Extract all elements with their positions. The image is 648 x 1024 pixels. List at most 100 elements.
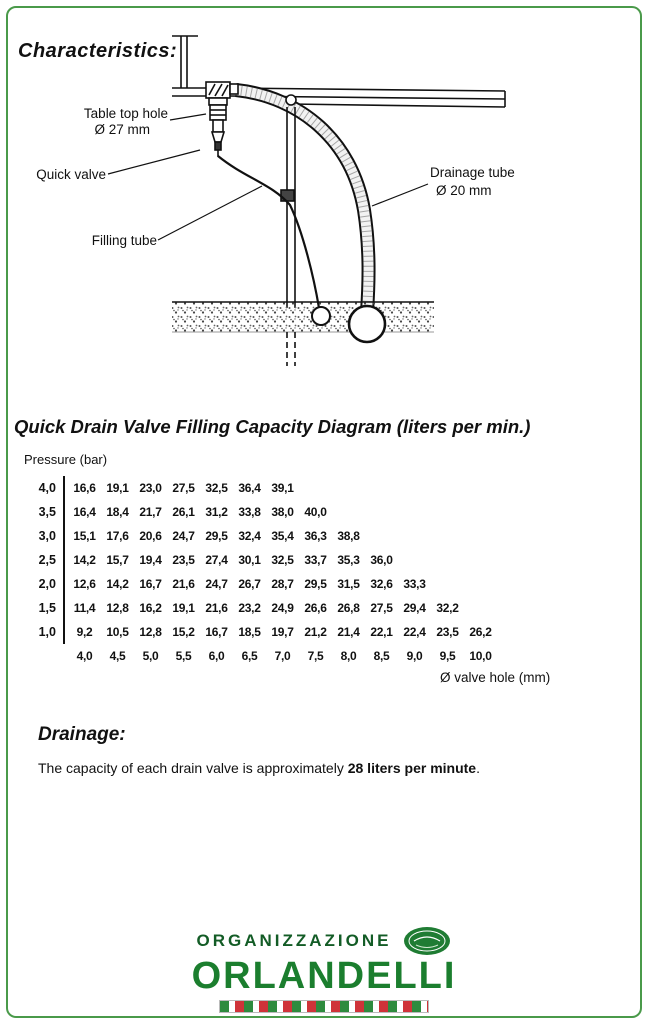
valve-hole-axis-label: Ø valve hole (mm) [440, 670, 551, 685]
value-cell: 28,7 [271, 577, 294, 591]
drainage-title: Drainage: [38, 724, 126, 745]
underground-pipe [286, 332, 296, 366]
col-header-cell: 8,5 [373, 649, 390, 663]
value-cell: 40,0 [304, 505, 327, 519]
value-cell: 35,3 [337, 553, 360, 567]
value-cell: 33,7 [304, 553, 327, 567]
col-header-cell: 5,5 [175, 649, 192, 663]
filling-tube-line [217, 155, 321, 309]
value-cell: 27,5 [172, 481, 195, 495]
value-cell: 12,8 [139, 625, 162, 639]
drainage-text: The capacity of each drain valve is appr… [38, 760, 480, 776]
value-cell: 27,5 [370, 601, 393, 615]
value-cell: 21,4 [337, 625, 360, 639]
value-cell: 21,7 [139, 505, 162, 519]
value-cell: 16,6 [73, 481, 96, 495]
value-cell: 18,4 [106, 505, 129, 519]
value-cell: 19,1 [172, 601, 195, 615]
value-cell: 38,0 [271, 505, 294, 519]
table-leg [280, 94, 297, 308]
quick-valve-assembly [205, 81, 239, 157]
label-filling-tube: Filling tube [92, 233, 157, 248]
col-header-cell: 9,0 [406, 649, 423, 663]
col-header-cell: 7,0 [274, 649, 291, 663]
value-cell: 16,4 [73, 505, 96, 519]
value-cell: 12,8 [106, 601, 129, 615]
capacity-table-title: Quick Drain Valve Filling Capacity Diagr… [14, 416, 531, 437]
col-header-cell: 4,0 [76, 649, 93, 663]
value-cell: 22,1 [370, 625, 393, 639]
footer-brand: ORGANIZZAZIONE ORLANDELLI [0, 925, 648, 1013]
value-cell: 11,4 [73, 601, 96, 615]
value-cell: 26,2 [469, 625, 492, 639]
label-drainage-tube: Drainage tube [430, 165, 515, 180]
value-cell: 33,8 [238, 505, 261, 519]
drainage-pot [347, 304, 387, 344]
valve-diagram: Table top hole Ø 27 mm Quick valve Filli… [36, 35, 515, 366]
value-cell: 32,2 [436, 601, 459, 615]
label-drainage-tube-size: Ø 20 mm [436, 183, 492, 198]
pressure-cell: 1,0 [38, 625, 56, 639]
col-header-cell: 8,0 [340, 649, 357, 663]
characteristics-title: Characteristics: [18, 40, 178, 62]
pressure-cell: 3,0 [38, 529, 56, 543]
value-cell: 26,8 [337, 601, 360, 615]
pressure-cell: 4,0 [38, 481, 56, 495]
value-cell: 23,5 [172, 553, 195, 567]
value-cell: 38,8 [337, 529, 360, 543]
value-cell: 22,4 [403, 625, 426, 639]
brand-name: ORLANDELLI [191, 955, 457, 997]
value-cell: 21,2 [304, 625, 327, 639]
value-cell: 14,2 [73, 553, 96, 567]
label-table-top-hole-size: Ø 27 mm [94, 122, 150, 137]
value-cell: 29,4 [403, 601, 426, 615]
value-cell: 26,1 [172, 505, 195, 519]
value-cell: 32,6 [370, 577, 393, 591]
value-cell: 24,7 [172, 529, 195, 543]
value-cell: 31,2 [205, 505, 228, 519]
italian-flag-band [219, 999, 429, 1013]
value-cell: 18,5 [238, 625, 261, 639]
value-cell: 21,6 [172, 577, 195, 591]
value-cell: 33,3 [403, 577, 426, 591]
value-cell: 19,1 [106, 481, 129, 495]
col-header-cell: 10,0 [469, 649, 492, 663]
value-cell: 10,5 [106, 625, 129, 639]
value-cell: 15,2 [172, 625, 195, 639]
value-cell: 15,7 [106, 553, 129, 567]
value-cell: 19,7 [271, 625, 294, 639]
value-cell: 14,2 [106, 577, 129, 591]
drainage-text-prefix: The capacity of each drain valve is appr… [38, 760, 348, 776]
pressure-cell: 2,0 [38, 577, 56, 591]
value-cell: 23,2 [238, 601, 261, 615]
col-header-cell: 6,0 [208, 649, 225, 663]
value-cell: 16,2 [139, 601, 162, 615]
value-cell: 15,1 [73, 529, 96, 543]
drainage-tube [235, 83, 376, 313]
pressure-cell: 3,5 [38, 505, 56, 519]
value-cell: 27,4 [205, 553, 228, 567]
value-cell: 32,5 [271, 553, 294, 567]
value-cell: 9,2 [76, 625, 93, 639]
pressure-cell: 1,5 [38, 601, 56, 615]
value-cell: 16,7 [205, 625, 228, 639]
table-edge [172, 35, 198, 88]
organization-label: ORGANIZZAZIONE [196, 931, 392, 950]
value-cell: 36,3 [304, 529, 327, 543]
value-cell: 30,1 [238, 553, 261, 567]
row-values: 16,4 18,4 21,7 26,1 31,2 33,8 38,0 40,0 [63, 500, 332, 524]
col-header-cell: 7,5 [307, 649, 324, 663]
value-cell: 23,0 [139, 481, 162, 495]
leader-lines [107, 113, 429, 241]
value-cell: 35,4 [271, 529, 294, 543]
value-cell: 20,6 [139, 529, 162, 543]
table-row: 1,0 9,2 10,5 12,8 15,2 16,7 18,5 19,7 21,2 21,4 22… [22, 620, 497, 644]
value-cell: 26,6 [304, 601, 327, 615]
